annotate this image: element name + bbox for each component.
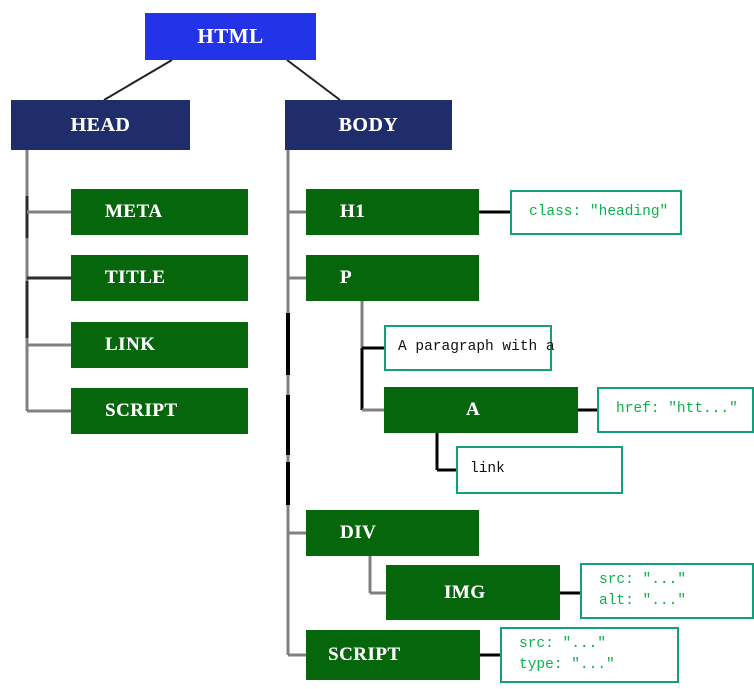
node-a[interactable]: A <box>384 387 578 433</box>
attr-line: href: "htt..." <box>616 401 738 418</box>
attr-line: alt: "..." <box>599 593 687 609</box>
attr-line: src: "..." <box>519 635 607 652</box>
node-body-script-label: SCRIPT <box>328 644 401 665</box>
node-head[interactable]: HEAD <box>11 100 190 150</box>
attr-line: class: "heading" <box>529 203 669 220</box>
node-h1-label: H1 <box>340 201 366 222</box>
node-link[interactable]: LINK <box>71 322 248 368</box>
node-div-label: DIV <box>340 522 377 543</box>
node-title-label: TITLE <box>105 267 166 288</box>
node-div[interactable]: DIV <box>306 510 479 556</box>
attr-line: src: "..." <box>599 571 687 588</box>
text-node-a[interactable]: link <box>456 446 623 494</box>
text-node-p[interactable]: A paragraph with a <box>384 325 555 371</box>
node-img[interactable]: IMG <box>386 565 560 620</box>
node-title[interactable]: TITLE <box>71 255 248 301</box>
node-body-script[interactable]: SCRIPT <box>306 630 480 680</box>
attr-box-body-script[interactable]: src: "..." type: "..." <box>500 627 679 683</box>
node-p-label: P <box>340 267 353 288</box>
attr-box-a[interactable]: href: "htt..." <box>597 387 754 433</box>
attr-box-img[interactable]: src: "..." alt: "..." <box>580 563 754 619</box>
text-node-label: A paragraph with a <box>398 339 555 356</box>
node-body-label: BODY <box>338 113 399 136</box>
node-html-label: HTML <box>197 24 264 48</box>
node-html[interactable]: HTML <box>145 13 316 60</box>
text-node-label: link <box>470 461 505 478</box>
node-h1[interactable]: H1 <box>306 189 479 235</box>
attr-box-h1[interactable]: class: "heading" <box>510 190 682 235</box>
node-meta-label: META <box>105 201 163 222</box>
node-head-script[interactable]: SCRIPT <box>71 388 248 434</box>
node-link-label: LINK <box>105 334 156 355</box>
node-head-label: HEAD <box>70 113 131 136</box>
node-meta[interactable]: META <box>71 189 248 235</box>
node-body[interactable]: BODY <box>285 100 452 150</box>
node-head-script-label: SCRIPT <box>105 400 178 421</box>
attr-line: type: "..." <box>519 657 615 673</box>
node-a-label: A <box>466 399 481 420</box>
node-p[interactable]: P <box>306 255 479 301</box>
node-img-label: IMG <box>444 581 486 603</box>
